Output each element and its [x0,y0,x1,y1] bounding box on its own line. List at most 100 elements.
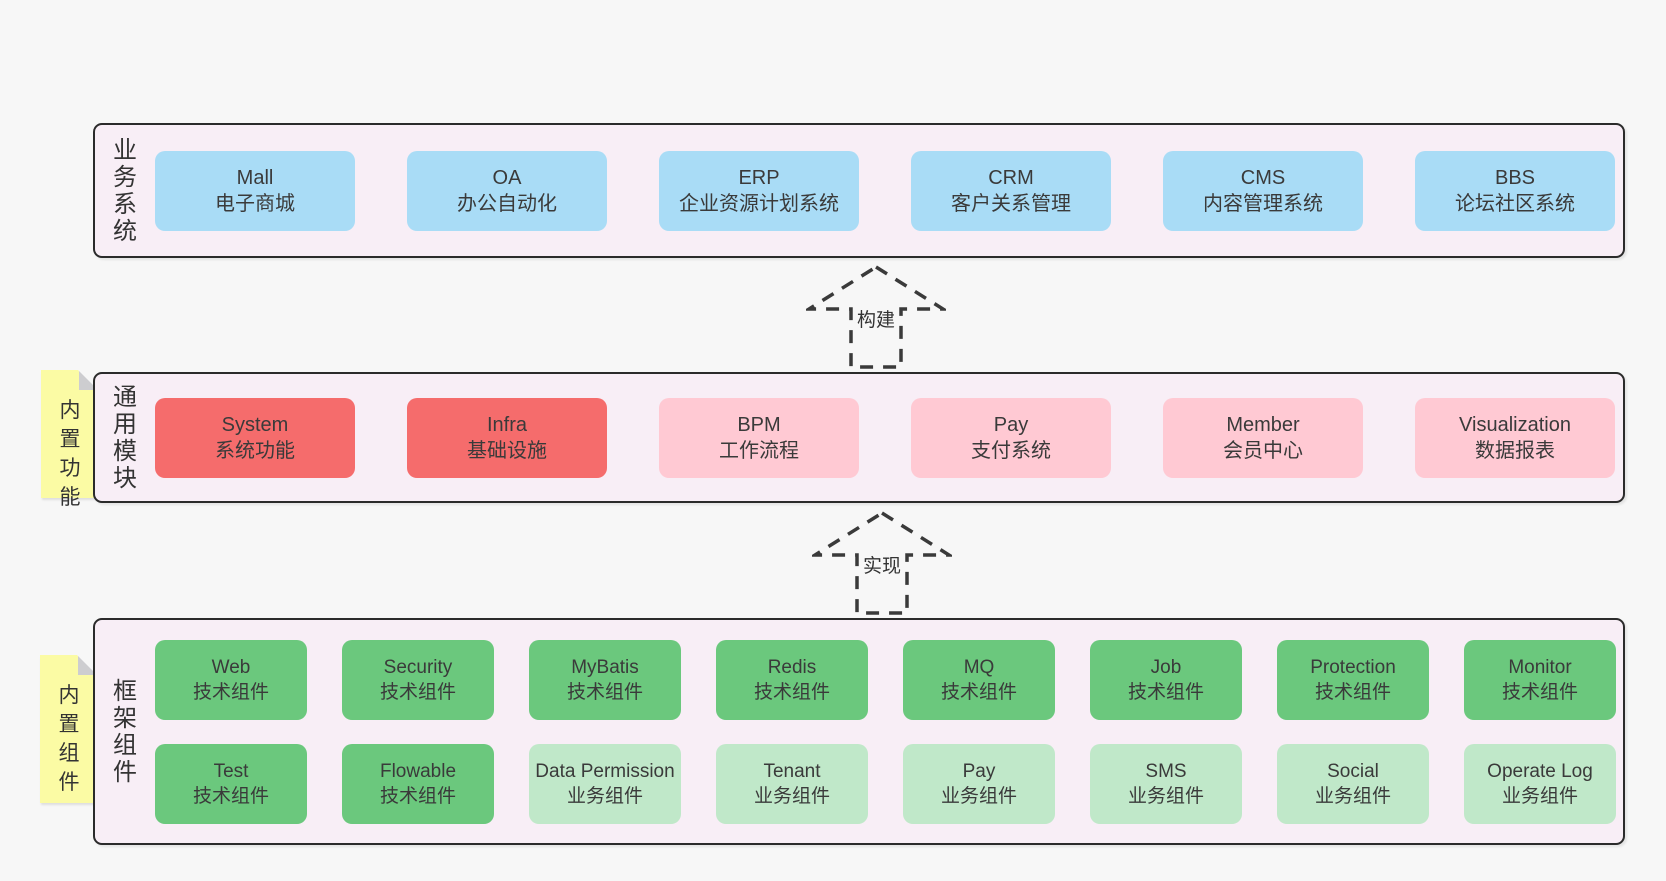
box-business-systems-crm: CRM 客户关系管理 [911,150,1111,231]
box-subtitle: 业务组件 [1501,785,1578,807]
box-title: Visualization [1459,413,1571,436]
box-title: Job [1150,656,1182,678]
box-title: MQ [963,656,995,678]
box-framework-components-web: Web 技术组件 [155,639,307,720]
box-business-systems-mall: Mall 电子商城 [155,150,355,231]
box-subtitle: 技术组件 [940,681,1017,703]
box-subtitle: 业务组件 [1314,785,1391,807]
box-subtitle: 数据报表 [1475,439,1555,462]
box-common-modules-bpm: BPM 工作流程 [659,397,859,478]
box-title: Pay [962,760,996,782]
box-subtitle: 技术组件 [566,681,643,703]
box-title: Pay [993,413,1029,436]
box-subtitle: 基础设施 [467,439,547,462]
band-rows: Mall 电子商城 OA 办公自动化 ERP 企业资源计划系统 CRM 客户关系管理 CMS 内容… [155,150,1623,231]
box-subtitle: 系统功能 [215,439,295,462]
box-subtitle: 业务组件 [940,785,1017,807]
arrow-label: 实现 [859,550,905,579]
box-subtitle: 技术组件 [1314,681,1391,703]
box-framework-components-operate-log: Operate Log 业务组件 [1464,743,1616,824]
band-title: 框架组件 [113,677,137,786]
box-subtitle: 论坛社区系统 [1455,192,1575,215]
band-common-modules: 通用模块 System 系统功能 Infra 基础设施 BPM 工作流程 Pay 支付系统 Me… [93,372,1625,503]
box-framework-components-data-permission: Data Permission 业务组件 [529,743,681,824]
box-common-modules-infra: Infra 基础设施 [407,397,607,478]
box-title: CRM [988,166,1034,189]
box-subtitle: 技术组件 [379,785,456,807]
box-subtitle: 业务组件 [753,785,830,807]
box-title: BPM [737,413,781,436]
box-subtitle: 客户关系管理 [951,192,1071,215]
box-title: Test [213,760,249,782]
box-title: SMS [1145,760,1187,782]
box-title: Member [1226,413,1300,436]
box-subtitle: 技术组件 [379,681,456,703]
band-business-systems: 业务系统 Mall 电子商城 OA 办公自动化 ERP 企业资源计划系统 CRM 客户关系管理… [93,123,1625,258]
box-title: BBS [1494,166,1536,189]
box-title: Security [383,656,453,678]
box-business-systems-erp: ERP 企业资源计划系统 [659,150,859,231]
box-title: MyBatis [571,656,639,678]
box-title: Protection [1310,656,1396,678]
box-title: Tenant [763,760,821,782]
box-title: ERP [738,166,780,189]
box-framework-components-social: Social 业务组件 [1277,743,1429,824]
box-title: OA [492,166,522,189]
box-subtitle: 业务组件 [566,785,643,807]
box-business-systems-cms: CMS 内容管理系统 [1163,150,1363,231]
box-common-modules-system: System 系统功能 [155,397,355,478]
box-title: Infra [486,413,528,436]
box-title: Web [211,656,251,678]
box-title: CMS [1240,166,1286,189]
arrow-label: 构建 [853,304,899,333]
box-subtitle: 内容管理系统 [1203,192,1323,215]
box-title: Social [1327,760,1379,782]
dashed-up-arrow-icon [812,510,952,615]
sticky-note-built-in-components: 内置组件 [40,655,98,803]
box-business-systems-oa: OA 办公自动化 [407,150,607,231]
box-title: Monitor [1508,656,1572,678]
box-framework-components-flowable: Flowable 技术组件 [342,743,494,824]
box-framework-components-protection: Protection 技术组件 [1277,639,1429,720]
box-title: Data Permission [535,760,675,782]
band-title: 通用模块 [113,383,137,492]
box-framework-components-monitor: Monitor 技术组件 [1464,639,1616,720]
box-framework-components-mq: MQ 技术组件 [903,639,1055,720]
box-subtitle: 支付系统 [971,439,1051,462]
box-subtitle: 技术组件 [753,681,830,703]
box-subtitle: 工作流程 [719,439,799,462]
box-common-modules-visualization: Visualization 数据报表 [1415,397,1615,478]
box-framework-components-sms: SMS 业务组件 [1090,743,1242,824]
box-subtitle: 企业资源计划系统 [679,192,839,215]
box-subtitle: 技术组件 [1501,681,1578,703]
sticky-note-built-in-features: 内置功能 [41,370,99,509]
box-subtitle: 办公自动化 [457,192,557,215]
box-common-modules-pay: Pay 支付系统 [911,397,1111,478]
box-title: Flowable [379,760,457,782]
box-framework-components-security: Security 技术组件 [342,639,494,720]
box-title: Operate Log [1487,760,1593,782]
band-row: Mall 电子商城 OA 办公自动化 ERP 企业资源计划系统 CRM 客户关系管理 CMS 内容… [155,150,1623,231]
box-subtitle: 业务组件 [1127,785,1204,807]
box-subtitle: 技术组件 [192,681,269,703]
dashed-up-arrow-icon [806,264,946,369]
band-title: 业务系统 [113,136,137,245]
box-framework-components-pay: Pay 业务组件 [903,743,1055,824]
box-business-systems-bbs: BBS 论坛社区系统 [1415,150,1615,231]
note-label: 内置组件 [58,684,80,794]
box-title: Mall [236,166,274,189]
arrow-up-implement: 实现 [812,510,952,616]
box-title: Redis [767,656,817,678]
box-subtitle: 电子商城 [215,192,295,215]
box-title: System [221,413,289,436]
note-label: 内置功能 [59,399,81,509]
box-framework-components-redis: Redis 技术组件 [716,639,868,720]
